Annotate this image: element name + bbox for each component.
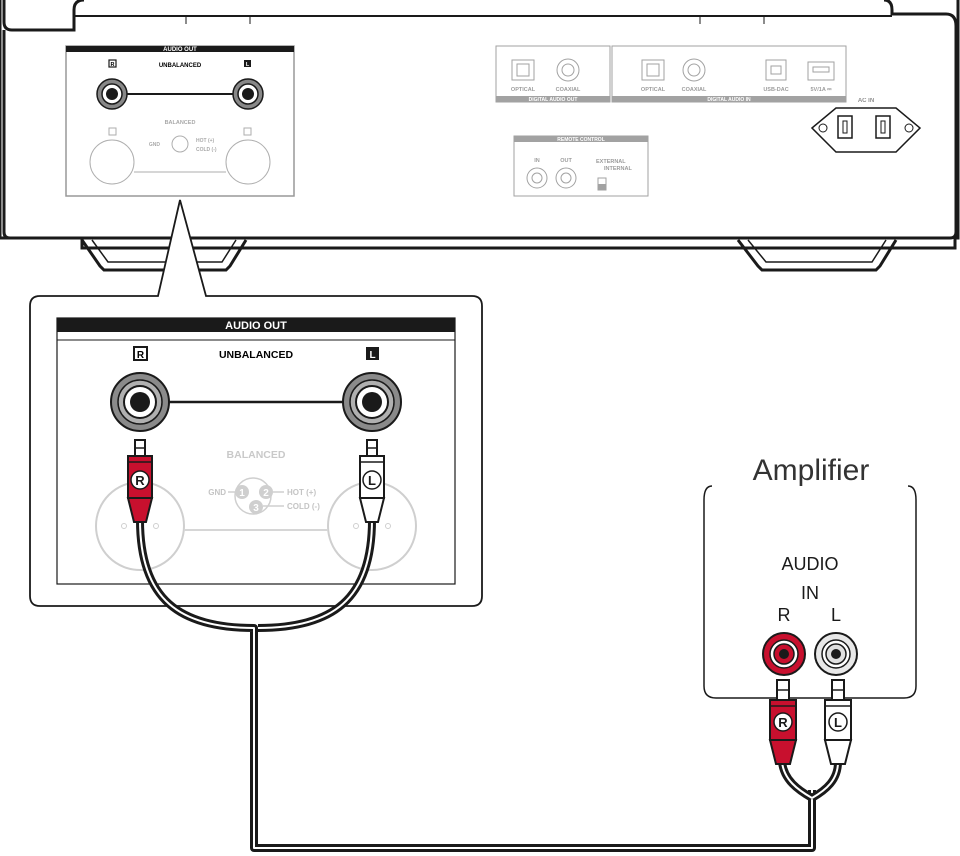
zoom-rca-jack-l (342, 372, 402, 432)
remote-control-title: REMOTE CONTROL (557, 137, 605, 143)
remote-out-label: OUT (560, 158, 572, 164)
device-rca-jack-r (96, 78, 128, 110)
device-hot-label: HOT (+) (196, 138, 215, 144)
optical-in-label: OPTICAL (641, 87, 666, 93)
amplifier-l-label: L (831, 605, 841, 625)
left-foot (80, 239, 248, 272)
rca-cable (136, 519, 842, 852)
zoom-unbalanced-label: UNBALANCED (219, 349, 293, 361)
device-rear-panel: AUDIO OUT R L UNBALANCED BALANCED (0, 0, 960, 272)
device-audio-out-panel: AUDIO OUT R L UNBALANCED BALANCED (65, 45, 295, 197)
device-cold-label: COLD (-) (196, 147, 217, 153)
amp-plug-r-label: R (778, 715, 788, 730)
optical-out-label: OPTICAL (511, 87, 536, 93)
digital-audio-out-title: DIGITAL AUDIO OUT (529, 97, 578, 103)
amplifier-in-label: IN (801, 583, 819, 603)
coaxial-in-label: COAXIAL (682, 87, 707, 93)
ac-in-label: AC IN (858, 98, 874, 104)
zoom-cold-label: COLD (-) (287, 502, 320, 511)
internal-label: INTERNAL (604, 166, 632, 172)
amp-plug-l-label: L (834, 715, 842, 730)
amplifier: Amplifier AUDIO IN R L (703, 454, 917, 699)
amplifier-r-label: R (778, 605, 791, 625)
usb-power-label: 5V/1A ⎓ (811, 87, 833, 93)
zoom-l-mark: L (369, 350, 375, 361)
digital-audio-in-title: DIGITAL AUDIO IN (707, 97, 751, 103)
device-r-mark: R (111, 62, 115, 68)
device-unbalanced-label: UNBALANCED (159, 63, 202, 69)
zoom-r-mark: R (137, 350, 145, 361)
usb-dac-label: USB-DAC (763, 87, 788, 93)
device-audio-out-title: AUDIO OUT (163, 47, 197, 53)
device-balanced-label: BALANCED (165, 120, 196, 126)
ac-in-socket: AC IN (810, 98, 922, 153)
zoom-pin3: 3 (253, 503, 259, 514)
zoom-pin2: 2 (263, 488, 269, 499)
digital-audio-in-panel: OPTICAL COAXIAL USB-DAC 5V/1A ⎓ DIGITAL … (611, 45, 847, 103)
zoom-balanced-label: BALANCED (227, 449, 286, 461)
amplifier-panel (703, 485, 917, 699)
zoom-hot-label: HOT (+) (287, 488, 316, 497)
device-plug-r-label: R (135, 473, 145, 488)
zoom-pin1: 1 (239, 488, 245, 499)
amplifier-title: Amplifier (753, 454, 870, 487)
external-label: EXTERNAL (596, 159, 626, 165)
digital-audio-out-panel: OPTICAL COAXIAL DIGITAL AUDIO OUT (495, 45, 611, 103)
rca-plug-device-r: R (126, 439, 154, 523)
amplifier-jack-l (814, 632, 858, 676)
amplifier-audio-label: AUDIO (781, 554, 838, 574)
rca-plug-device-l: L (358, 439, 386, 523)
zoom-audio-out-title: AUDIO OUT (225, 320, 287, 332)
device-l-mark: L (246, 62, 250, 68)
device-plug-l-label: L (368, 473, 376, 488)
device-gnd-label: GND (149, 142, 161, 148)
remote-in-label: IN (534, 158, 540, 164)
rca-plug-amp-l: L (823, 679, 853, 765)
right-foot (736, 239, 898, 272)
remote-control-panel: REMOTE CONTROL IN OUT EXTERNAL INTERNAL (513, 135, 649, 197)
device-rca-jack-l (232, 78, 264, 110)
amplifier-jack-r (762, 632, 806, 676)
zoom-gnd-label: GND (208, 488, 226, 497)
zoom-rca-jack-r (110, 372, 170, 432)
rca-plug-amp-r: R (768, 679, 798, 765)
coaxial-out-label: COAXIAL (556, 87, 581, 93)
